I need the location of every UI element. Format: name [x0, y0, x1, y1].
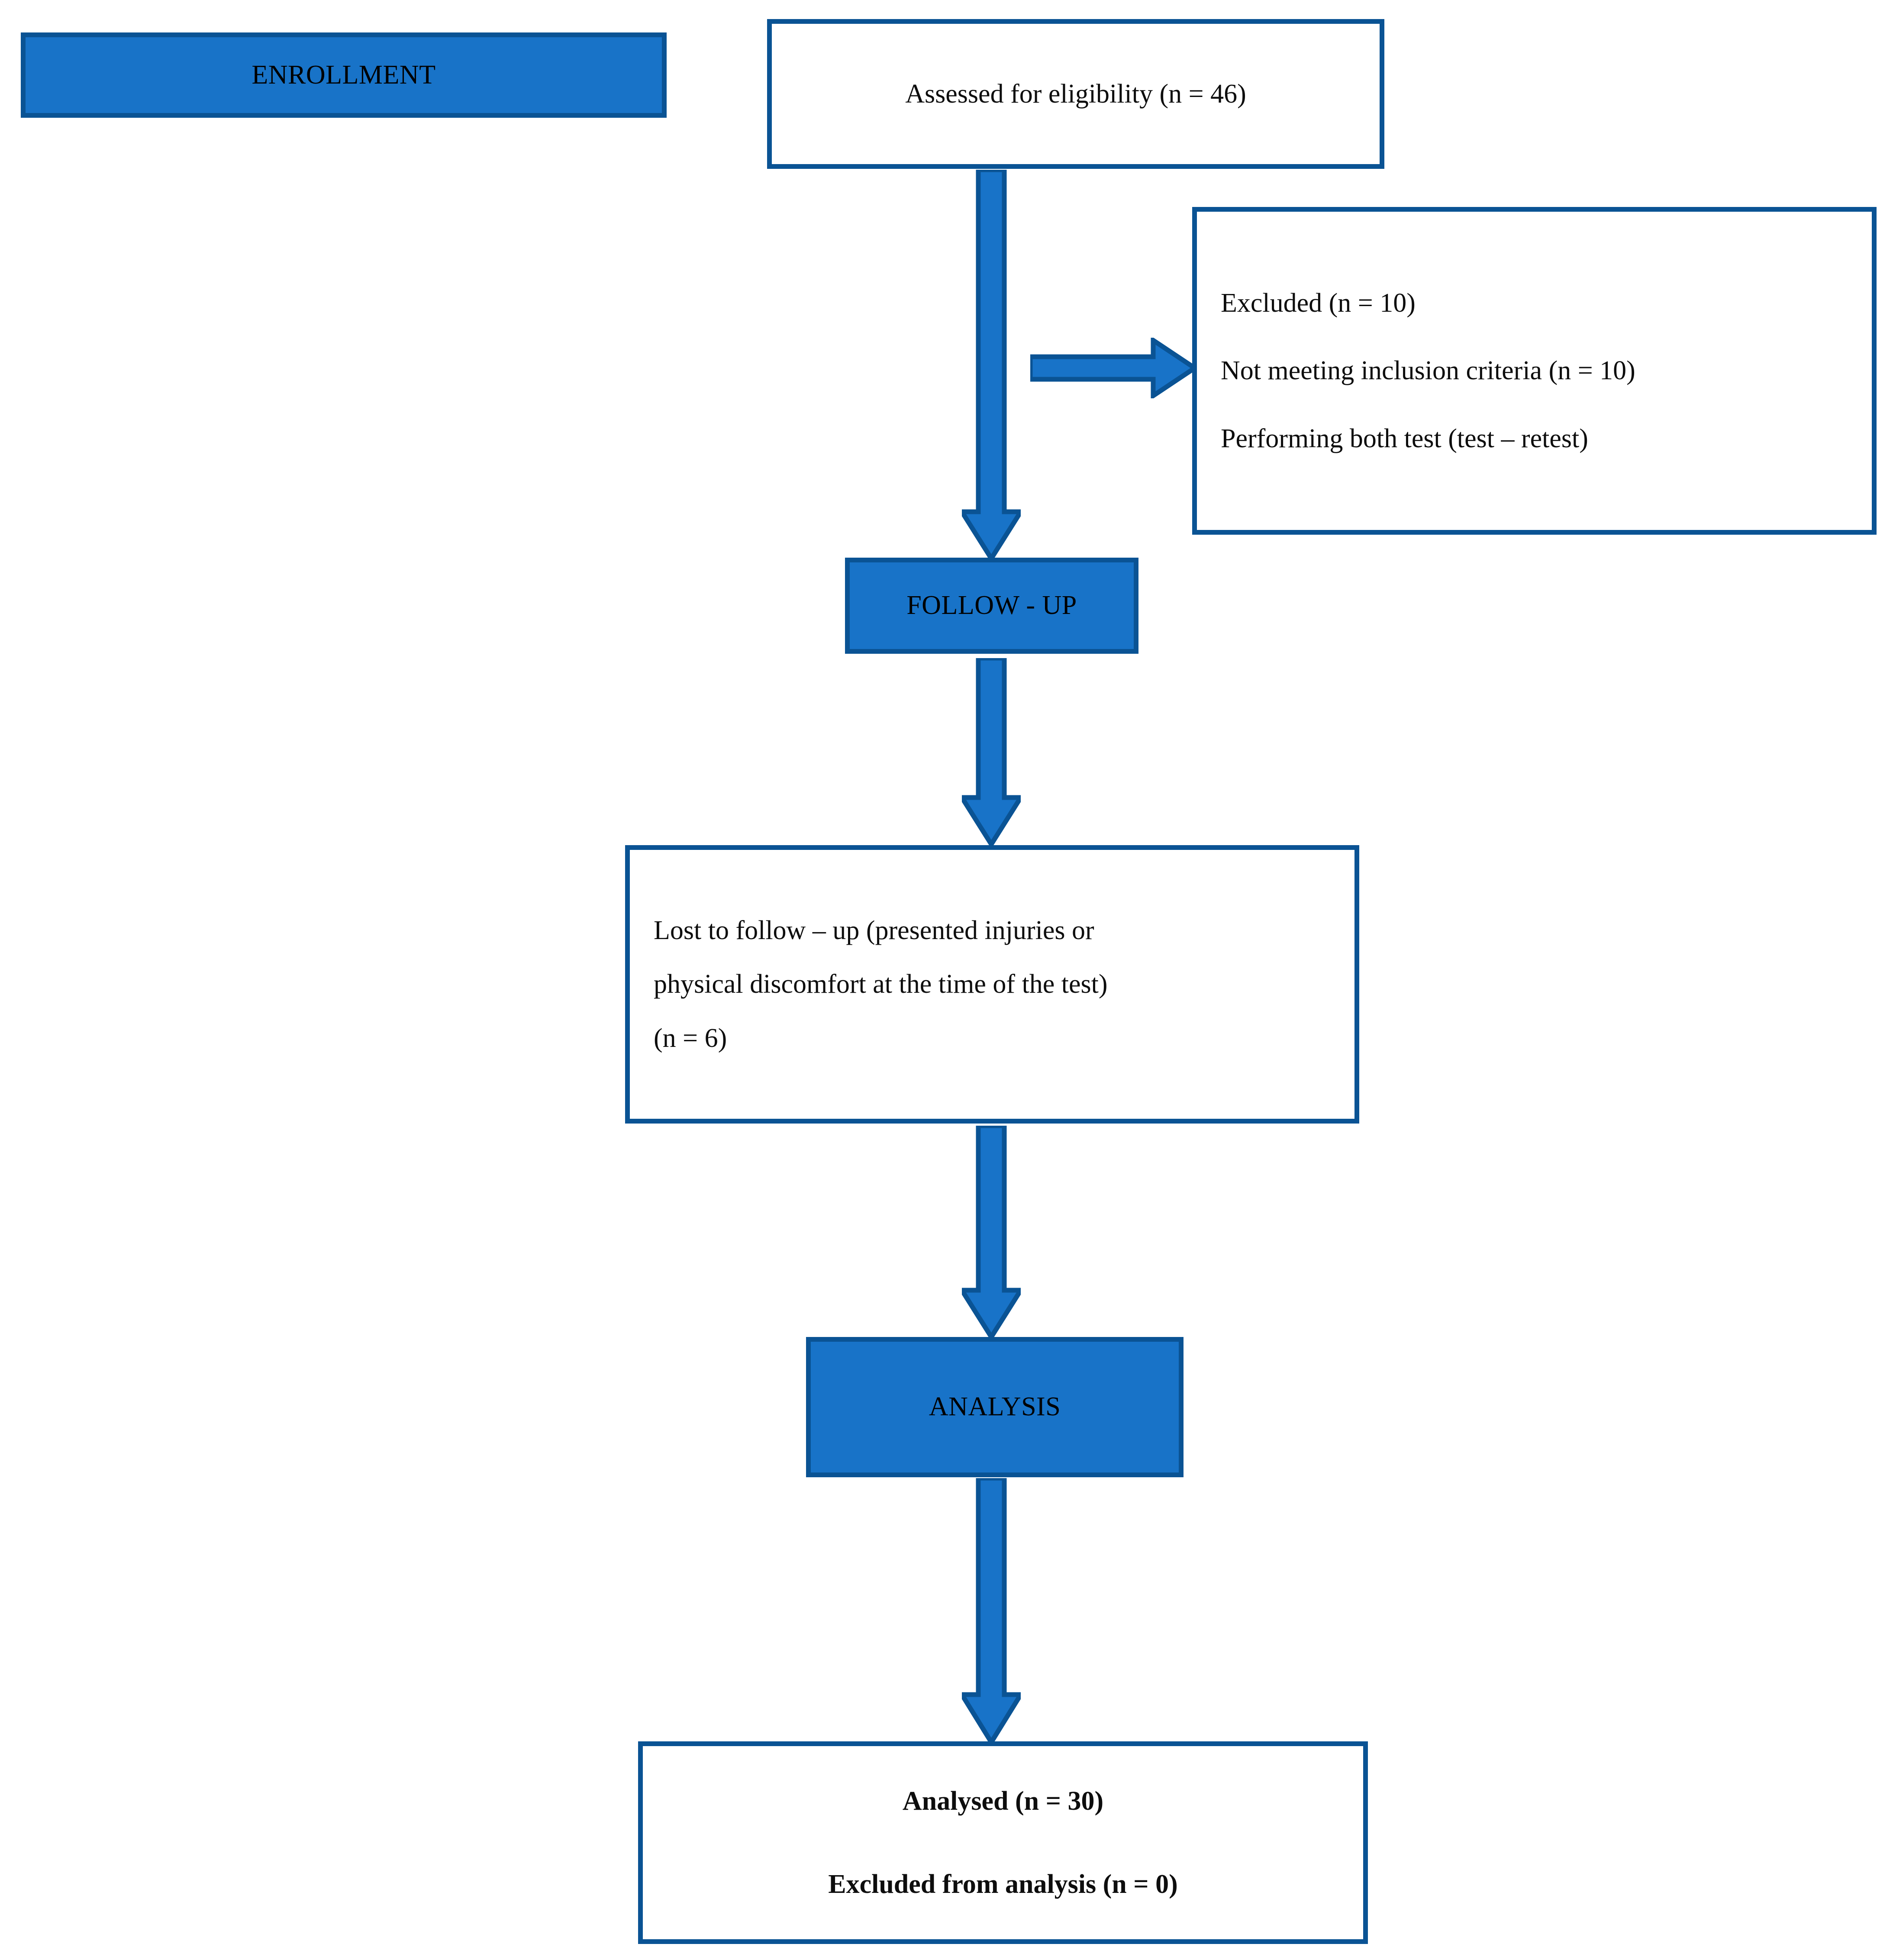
stage-banner-analysis: ANALYSIS	[806, 1337, 1184, 1477]
arrow-lost-to-analysis-icon	[962, 1126, 1021, 1338]
stage-banner-enrollment: ENROLLMENT	[21, 32, 667, 118]
box-excluded-line-3: Performing both test (test – retest)	[1221, 423, 1588, 453]
box-lost-to-follow-up-line-3: (n = 6)	[654, 1023, 727, 1053]
box-analysed-line-2: Excluded from analysis (n = 0)	[828, 1870, 1178, 1899]
stage-banner-enrollment-label: ENROLLMENT	[252, 60, 436, 90]
stage-banner-follow-up: FOLLOW - UP	[845, 558, 1138, 654]
box-excluded-line-1: Excluded (n = 10)	[1221, 288, 1416, 318]
box-analysed-line-1: Analysed (n = 30)	[902, 1786, 1104, 1816]
box-assessed-line-1: Assessed for eligibility (n = 46)	[905, 79, 1246, 109]
box-lost-to-follow-up-line-2: physical discomfort at the time of the t…	[654, 969, 1108, 999]
box-analysed: Analysed (n = 30) Excluded from analysis…	[638, 1741, 1368, 1944]
box-lost-to-follow-up: Lost to follow – up (presented injuries …	[625, 845, 1359, 1124]
box-excluded-line-2: Not meeting inclusion criteria (n = 10)	[1221, 356, 1635, 386]
stage-banner-follow-up-label: FOLLOW - UP	[906, 591, 1077, 620]
arrow-analysis-to-analysed-icon	[962, 1478, 1021, 1743]
arrow-assessed-to-excluded-icon	[1030, 338, 1196, 398]
box-lost-to-follow-up-line-1: Lost to follow – up (presented injuries …	[654, 916, 1094, 946]
stage-banner-analysis-label: ANALYSIS	[929, 1392, 1061, 1422]
box-assessed-for-eligibility: Assessed for eligibility (n = 46)	[767, 19, 1384, 169]
arrow-assessed-to-followup-icon	[962, 170, 1021, 559]
box-excluded: Excluded (n = 10) Not meeting inclusion …	[1192, 207, 1877, 535]
arrow-followup-to-lost-icon	[962, 658, 1021, 845]
